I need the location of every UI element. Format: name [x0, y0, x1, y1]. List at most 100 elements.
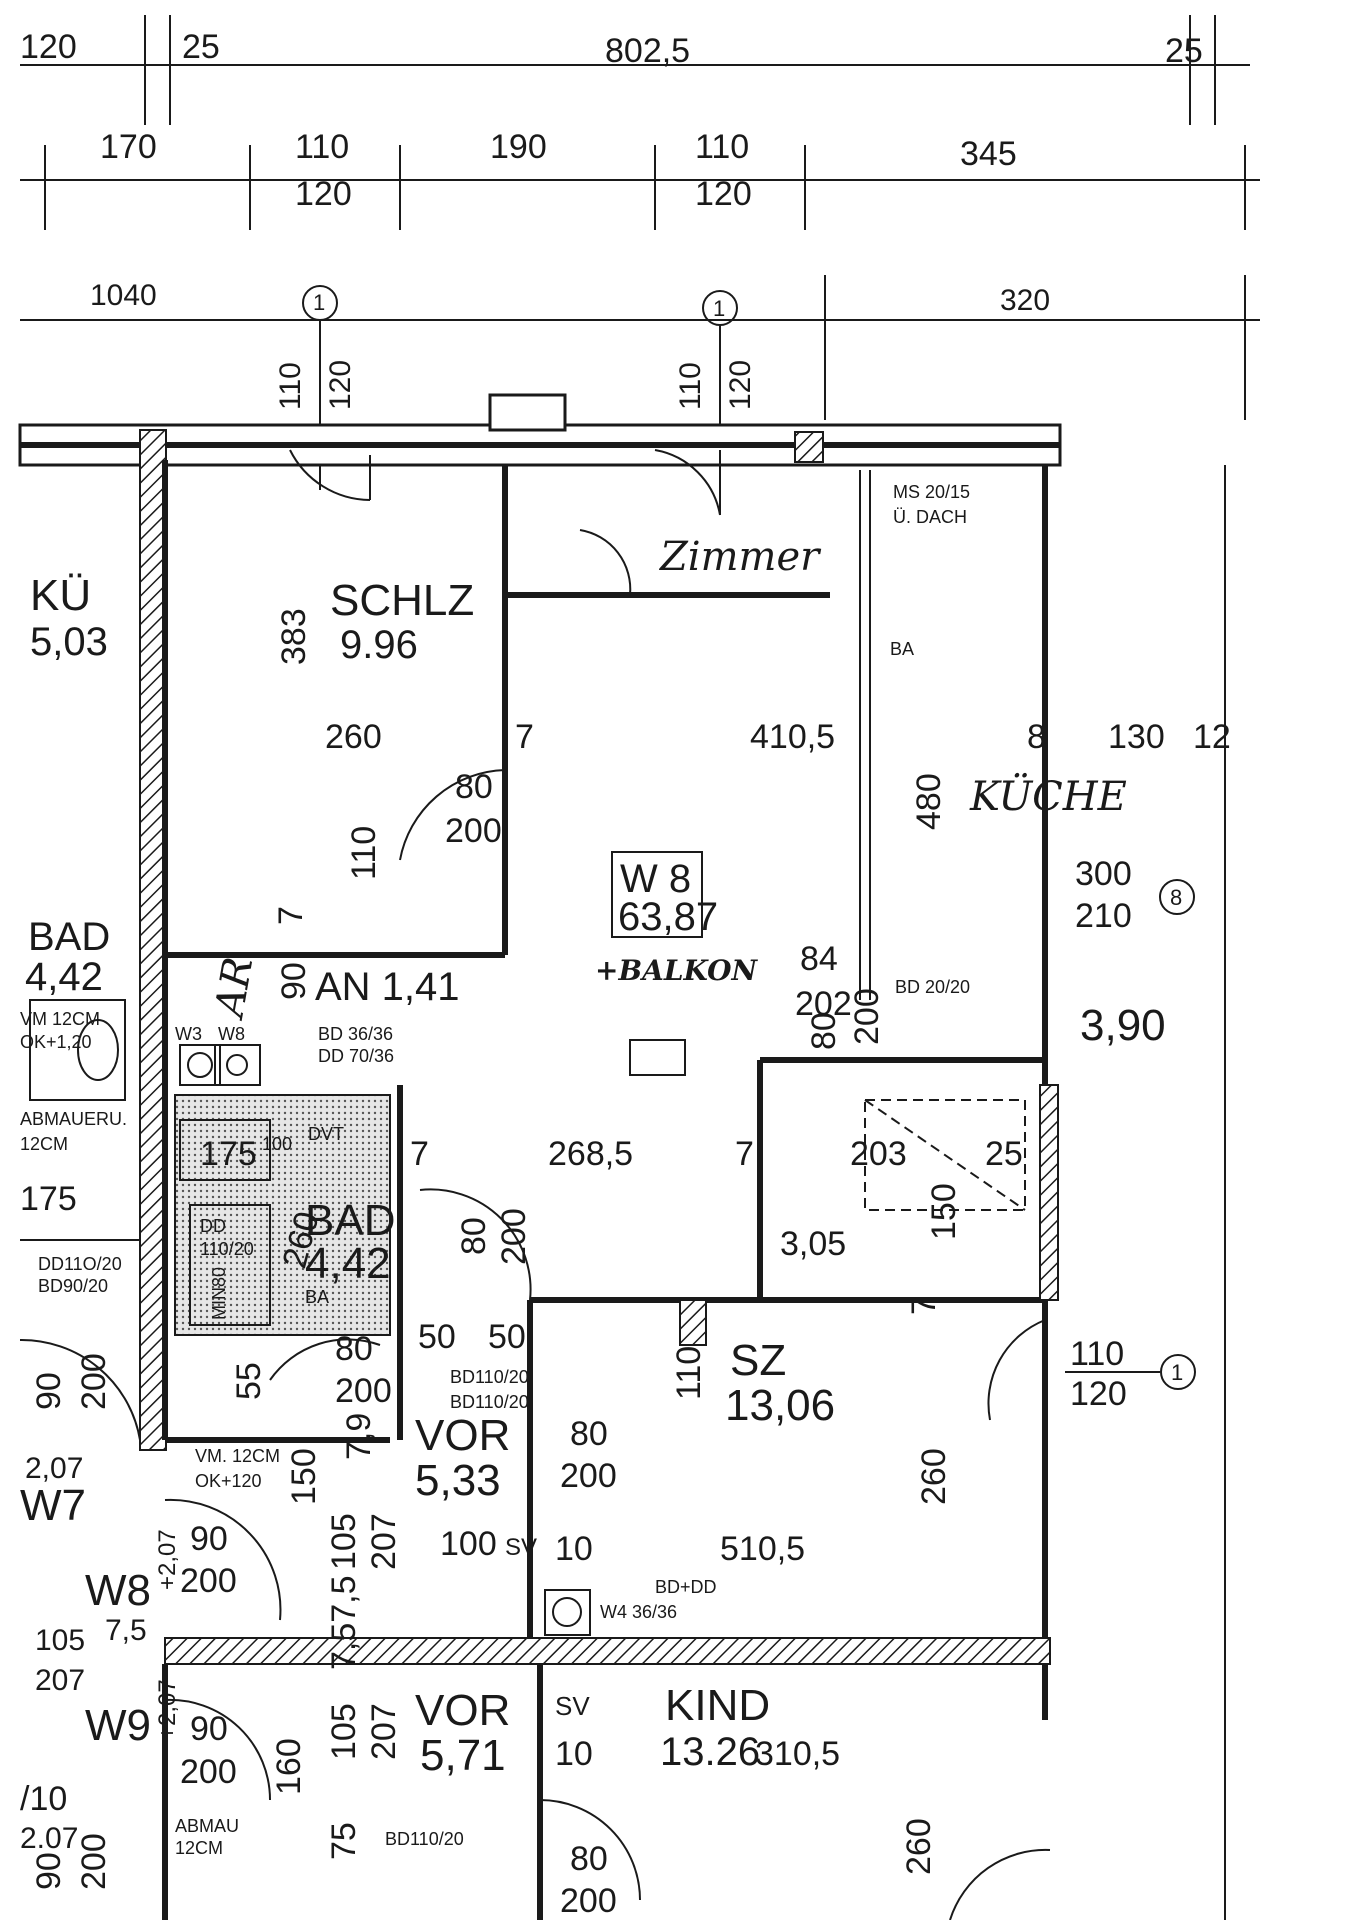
- room-kue-area: 5,03: [30, 620, 108, 664]
- window-300: 300: [1075, 855, 1132, 893]
- dim-105-b: 105: [35, 1624, 85, 1657]
- note-min80: MIN80: [209, 1267, 229, 1320]
- door-height-200-g: 200: [180, 1562, 237, 1600]
- note-12cm: 12CM: [20, 1134, 68, 1154]
- label-w9: W9: [85, 1701, 151, 1750]
- room-vor1-name: VOR: [415, 1411, 510, 1460]
- dim-10-b: 10: [555, 1735, 593, 1773]
- dim-7-b: 7: [272, 906, 310, 925]
- dim-105-c: 105: [325, 1703, 363, 1760]
- dim-7-5-7-5: 7,57,5: [325, 1575, 363, 1670]
- fixtures: [29, 999, 591, 1636]
- dim-383: 383: [275, 608, 313, 665]
- door-width-90-d: 90: [190, 1710, 228, 1748]
- label-w8: W8: [85, 1566, 151, 1615]
- window-marker-1: 1: [1171, 1360, 1183, 1385]
- dim-7-e: 7: [905, 1296, 943, 1315]
- note-w4: W4 36/36: [600, 1602, 677, 1622]
- dim-110-b-room: 110: [670, 1346, 708, 1400]
- svg-text:110: 110: [274, 362, 307, 410]
- note-dd7036: DD 70/36: [318, 1046, 394, 1066]
- note-bd11020-c: BD110/20: [385, 1829, 464, 1849]
- dim-345: 345: [960, 135, 1017, 173]
- svg-text:120: 120: [324, 360, 357, 410]
- note-bd11020-b: BD110/20: [450, 1392, 529, 1412]
- window-dim-right: 110 120: [674, 360, 757, 410]
- dim-plus-2-07-d: +2,07: [154, 1679, 181, 1740]
- dim-1040: 1040: [90, 279, 157, 312]
- unit-w8-area: 63,87: [618, 895, 718, 939]
- dim-90-b: 90: [30, 1372, 68, 1410]
- window-marker-circle-2: [1160, 1354, 1196, 1390]
- room-bad-left-area: 4,42: [25, 955, 103, 999]
- room-schlz-area: 9.96: [340, 623, 418, 667]
- svg-text:1: 1: [313, 290, 325, 315]
- dim-110-a-room: 110: [345, 826, 383, 880]
- note-vm12cm: VM 12CM: [20, 1009, 100, 1029]
- room-kue-name: KÜ: [30, 571, 91, 620]
- dim-7-5: 7,5: [105, 1614, 147, 1647]
- dim-55: 55: [230, 1362, 268, 1400]
- w8-box: [611, 851, 703, 938]
- door-height-200-d: 200: [335, 1372, 392, 1410]
- dim-90-e: 90: [30, 1852, 68, 1890]
- dim-105-a: 105: [325, 1513, 363, 1570]
- dim-310-5: 310,5: [755, 1735, 840, 1773]
- dim-84: 84: [800, 940, 838, 978]
- note-ba-top: BA: [890, 639, 914, 659]
- dim-50-b: 50: [488, 1318, 526, 1356]
- note-w3: W3: [175, 1024, 202, 1044]
- label-sv-2: SV: [555, 1691, 590, 1721]
- dim-802-5: 802,5: [605, 32, 690, 70]
- dim-100-b: 100: [440, 1525, 497, 1563]
- svg-text:1: 1: [713, 296, 725, 321]
- door-width-80-d: 80: [335, 1330, 373, 1368]
- dim-100: 100: [262, 1134, 292, 1154]
- note-ms: MS 20/15: [893, 482, 970, 502]
- dim-410-5: 410,5: [750, 718, 835, 756]
- dim-207-small: 207: [35, 1664, 85, 1697]
- dim-7-d: 7: [735, 1135, 754, 1173]
- note-bd3636: BD 36/36: [318, 1024, 393, 1044]
- door-width-80-f: 80: [570, 1840, 608, 1878]
- window-dim-left: 110 120: [274, 360, 357, 410]
- dim-50-a: 50: [418, 1318, 456, 1356]
- room-vor1-area: 5,33: [415, 1456, 501, 1505]
- window-120: 120: [1070, 1375, 1127, 1413]
- door-width-90-c: 90: [190, 1520, 228, 1558]
- door-width-80-e: 80: [570, 1415, 608, 1453]
- window-110: 110: [1070, 1335, 1124, 1373]
- door-height-200-e: 200: [560, 1457, 617, 1495]
- dim-120: 120: [20, 28, 77, 66]
- dim-260: 260: [325, 718, 382, 756]
- note-dd11020: DD11O/20: [38, 1254, 122, 1274]
- note-bd2020: BD 20/20: [895, 977, 970, 997]
- dim-10-a: 10: [555, 1530, 593, 1568]
- dim-80-b: 80: [805, 1012, 843, 1050]
- dim-90-a: 90: [275, 962, 313, 1000]
- dim-480: 480: [910, 773, 948, 830]
- window-marker-circle: [1159, 879, 1195, 915]
- note-bd9020: BD90/20: [38, 1276, 108, 1296]
- dim-plus-2-07-b: +2,07: [154, 1529, 181, 1590]
- dim-8: 8: [1027, 718, 1046, 756]
- label-sv: SV: [505, 1534, 537, 1561]
- dim-207-e: 207: [365, 1703, 403, 1760]
- svg-text:110: 110: [674, 362, 707, 410]
- room-vor2-name: VOR: [415, 1686, 510, 1735]
- door-height-200-i: 200: [560, 1882, 617, 1920]
- dim-2-07-f: 2.07: [20, 1822, 78, 1855]
- note-w8-small: W8: [218, 1024, 245, 1044]
- unit-w8-name: W 8: [620, 857, 691, 901]
- kitchen-area: 3,90: [1080, 1001, 1166, 1050]
- dim-260-d: 260: [900, 1818, 938, 1875]
- dim-110-b: 110: [695, 128, 749, 166]
- dim-slash-10: /10: [20, 1780, 67, 1818]
- door-height-200-c: 200: [495, 1208, 533, 1265]
- note-ok120-2: OK+120: [195, 1471, 262, 1491]
- room-bad-area: 4,42: [305, 1239, 391, 1288]
- kitchen-worktop: [629, 1039, 1026, 1211]
- dim-12: 12: [1193, 718, 1231, 756]
- dim-120-a: 120: [295, 175, 352, 213]
